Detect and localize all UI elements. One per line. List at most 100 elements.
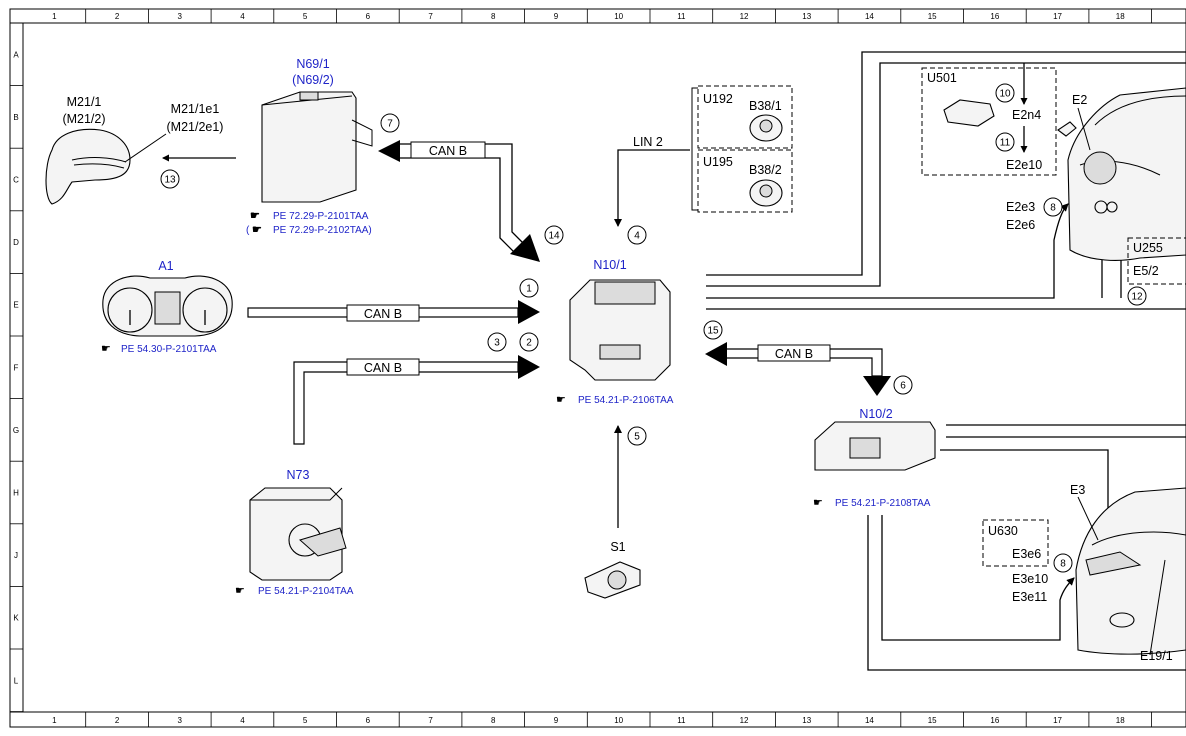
callout-7: 7 (380, 113, 400, 133)
front-car: E2 E2e3 E2e6 U255 E5/2 (1006, 87, 1186, 285)
svg-text:15: 15 (707, 326, 719, 337)
svg-text:14: 14 (548, 231, 560, 242)
rear-car: E3 U630 E3e6 E3e10 E3e11 E19/1 (982, 483, 1186, 663)
grid-column-label: 6 (366, 12, 371, 21)
callout-6: 6 (893, 375, 913, 395)
grid-column-label: 13 (802, 716, 811, 725)
ref-pointer-icon: ☛ (813, 497, 823, 509)
lin-label: LIN 2 (633, 135, 663, 149)
u255-a: E5/2 (1133, 264, 1159, 278)
grid-column-label: 8 (491, 12, 496, 21)
grid-column-label: 17 (1053, 12, 1062, 21)
callout-13: 13 (160, 169, 180, 189)
callout-3: 3 (487, 332, 507, 352)
grid-column-label: 3 (178, 716, 183, 725)
grid-column-label: 16 (990, 716, 999, 725)
svg-text:3: 3 (494, 338, 500, 349)
grid-column-label: 9 (554, 716, 559, 725)
u255-id: U255 (1133, 241, 1163, 255)
e19-id: E19/1 (1140, 649, 1173, 663)
grid-column-label: 14 (865, 12, 874, 21)
svg-text:12: 12 (1131, 292, 1143, 303)
svg-text:13: 13 (164, 175, 176, 186)
n10-2-ref[interactable]: PE 54.21-P-2108TAA (835, 498, 931, 509)
grid-row-label: H (13, 489, 19, 498)
n10-1-ref[interactable]: PE 54.21-P-2106TAA (578, 395, 674, 406)
can-label: CAN B (364, 307, 402, 321)
callout-5: 5 (627, 426, 647, 446)
grid-column-label: 14 (865, 716, 874, 725)
grid-row-label: E (13, 301, 18, 310)
n10-2-id: N10/2 (859, 407, 892, 421)
ignition-switch-n73: N73 ☛ PE 54.21-P-2104TAA (235, 468, 354, 597)
u195-sensor: B38/2 (749, 163, 782, 177)
n69-ref1[interactable]: PE 72.29-P-2101TAA (273, 211, 369, 222)
u501-id: U501 (927, 71, 957, 85)
n10-1-id: N10/1 (593, 258, 626, 272)
instrument-cluster-a1: A1 ☛ PE 54.30-P-2101TAA (101, 259, 233, 355)
svg-text:1: 1 (526, 284, 532, 295)
light-switch-s1: S1 (584, 425, 641, 599)
e2-id: E2 (1072, 93, 1087, 107)
u630-a: E3e6 (1012, 547, 1041, 561)
grid-column-label: 10 (614, 716, 623, 725)
svg-text:6: 6 (900, 381, 906, 392)
grid-column-label: 1 (52, 716, 57, 725)
grid-column-label: 12 (740, 716, 749, 725)
n69-ref2-open: ( (246, 225, 250, 236)
u630-id: U630 (988, 524, 1018, 538)
grid-column-labels: 1122334455667788991010111112121313141415… (52, 9, 1152, 727)
grid-column-label: 3 (178, 12, 183, 21)
e2-b: E2e6 (1006, 218, 1035, 232)
grid-row-label: L (14, 676, 19, 685)
callout-8: 8 (1043, 197, 1063, 217)
n69-ref2[interactable]: PE 72.29-P-2102TAA) (273, 225, 372, 236)
a1-ref[interactable]: PE 54.30-P-2101TAA (121, 344, 217, 355)
grid-row-label: G (13, 426, 19, 435)
grid-column-label: 9 (554, 12, 559, 21)
svg-text:8: 8 (1060, 559, 1066, 570)
grid-column-label: 7 (428, 716, 433, 725)
grid-column-label: 11 (677, 716, 686, 725)
n73-ref[interactable]: PE 54.21-P-2104TAA (258, 586, 354, 597)
sam-n10-2: N10/2 ☛ PE 54.21-P-2108TAA (813, 407, 936, 509)
grid-column-label: 15 (928, 12, 937, 21)
grid-column-label: 4 (240, 716, 245, 725)
m21-sub: M21/1e1 (171, 102, 220, 116)
can-bus-n69: CAN B (378, 140, 540, 262)
grid-column-label: 18 (1116, 12, 1125, 21)
grid-column-label: 7 (428, 12, 433, 21)
n69-id: N69/1 (296, 57, 329, 71)
svg-text:5: 5 (634, 432, 640, 443)
grid-column-label: 4 (240, 12, 245, 21)
u501-group: U501 E2n4 E2e10 (921, 63, 1057, 176)
callout-10: 10 (995, 83, 1015, 103)
grid-column-label: 15 (928, 716, 937, 725)
grid-column-label: 11 (677, 12, 686, 21)
grid-row-label: B (13, 113, 18, 122)
svg-text:10: 10 (999, 89, 1011, 100)
grid-column-label: 13 (802, 12, 811, 21)
e3-id: E3 (1070, 483, 1085, 497)
svg-text:7: 7 (387, 119, 393, 130)
u195-id: U195 (703, 155, 733, 169)
callout-14: 14 (544, 225, 564, 245)
grid-row-label: C (13, 176, 19, 185)
m21-alt: (M21/2) (62, 112, 105, 126)
svg-text:4: 4 (634, 231, 640, 242)
grid-column-label: 5 (303, 12, 308, 21)
sam-n10-1: N10/1 ☛ PE 54.21-P-2106TAA (556, 258, 674, 406)
sensor-group-u192-u195: U192 B38/1 U195 B38/2 (691, 85, 793, 213)
frame (9, 8, 1186, 728)
can-bus-a1: CAN B (247, 300, 540, 324)
grid-row-label: D (13, 238, 19, 247)
e3-b: E3e11 (1012, 590, 1047, 604)
callout-4: 4 (627, 225, 647, 245)
n69-alt: (N69/2) (292, 73, 334, 87)
grid-column-label: 17 (1053, 716, 1062, 725)
grid-column-label: 2 (115, 716, 120, 725)
lin-bus: LIN 2 (614, 135, 690, 227)
grid-column-label: 6 (366, 716, 371, 725)
